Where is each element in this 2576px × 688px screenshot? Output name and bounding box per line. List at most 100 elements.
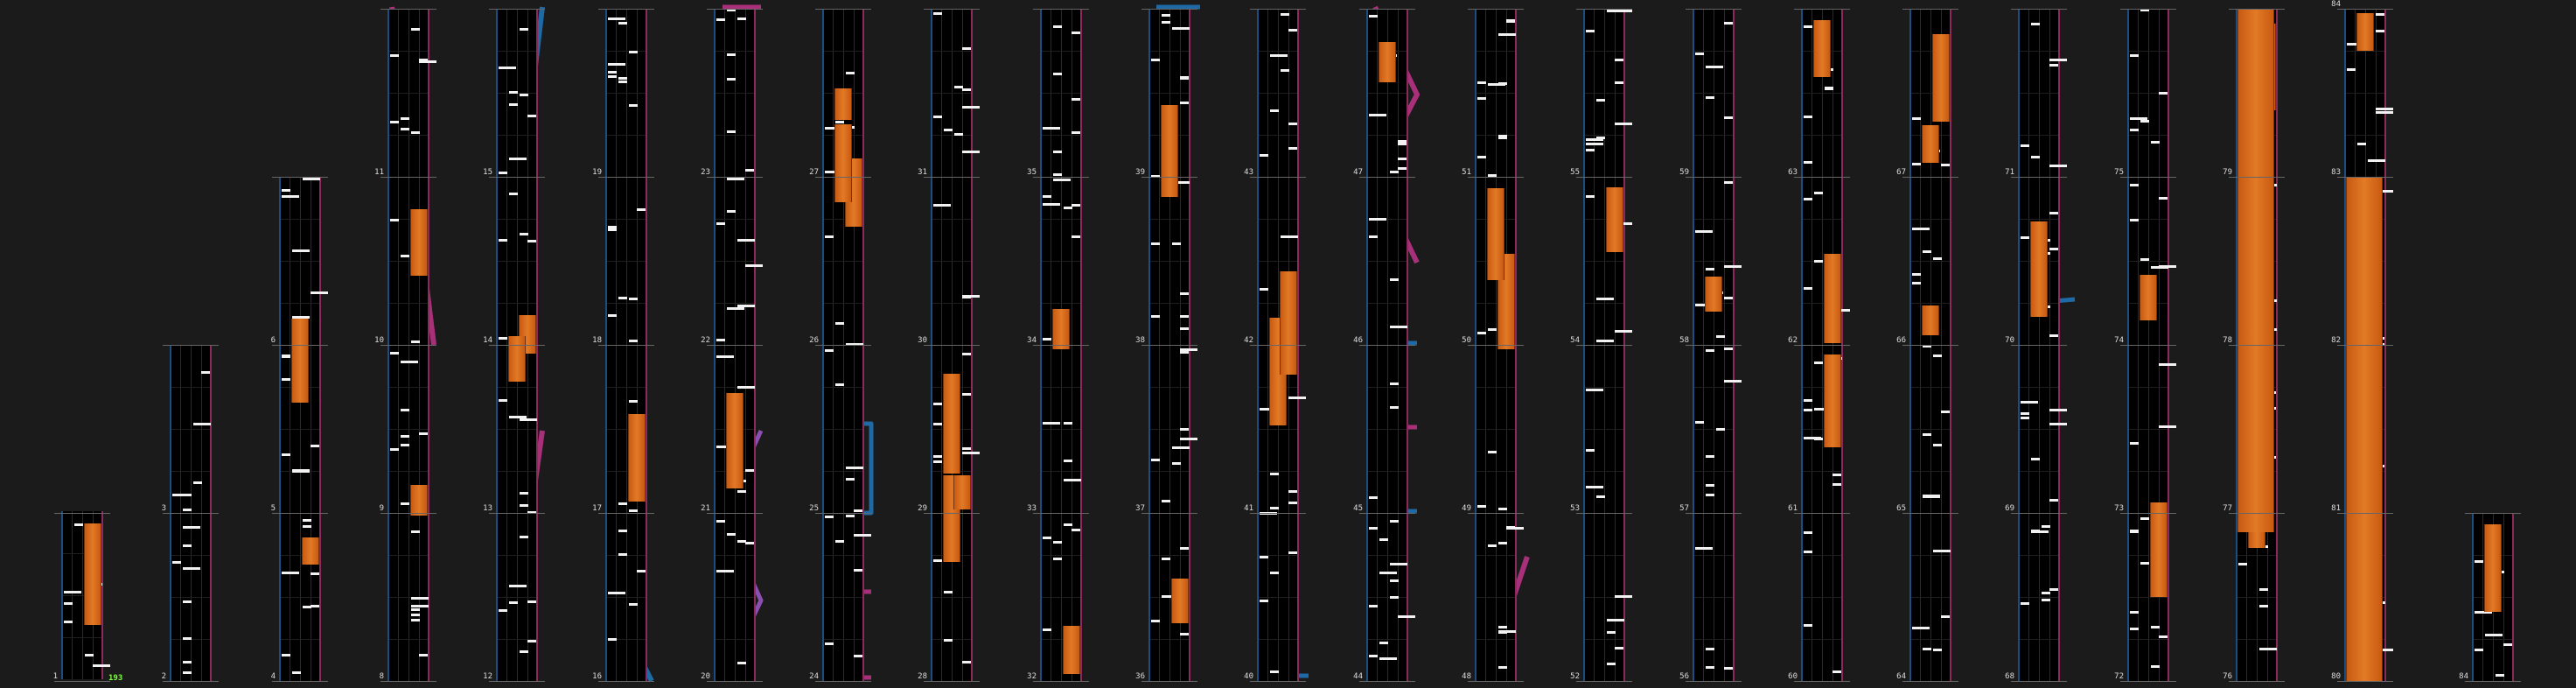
tap-note bbox=[1596, 340, 1614, 342]
beat-line bbox=[387, 261, 429, 262]
beat-line bbox=[1040, 597, 1082, 598]
tap-note bbox=[2151, 665, 2160, 668]
measure-number: 20 bbox=[701, 672, 710, 681]
tap-note bbox=[1488, 328, 1497, 331]
tap-note bbox=[962, 452, 980, 454]
measure-number: 6 bbox=[270, 336, 276, 345]
tap-note bbox=[1933, 257, 1942, 260]
tap-note bbox=[2475, 611, 2492, 614]
hold-note bbox=[2030, 221, 2048, 317]
measure-line bbox=[2337, 681, 2393, 682]
tap-note bbox=[1923, 433, 1931, 436]
tap-note bbox=[527, 240, 536, 242]
tap-note bbox=[727, 178, 744, 180]
hold-note bbox=[1824, 355, 1841, 447]
measure-line bbox=[598, 177, 654, 178]
tap-note bbox=[2503, 643, 2512, 646]
beat-line bbox=[1475, 555, 1517, 556]
tap-note bbox=[962, 661, 971, 663]
hold-note bbox=[943, 374, 960, 474]
beat-line bbox=[1801, 639, 1843, 640]
beat-line bbox=[1148, 51, 1190, 52]
measure-line bbox=[1794, 9, 1850, 10]
beat-line bbox=[2018, 429, 2060, 430]
tap-note bbox=[2376, 649, 2393, 651]
measure-number: 72 bbox=[2114, 672, 2124, 681]
measure-number: 58 bbox=[1679, 336, 1689, 345]
beat-line bbox=[2127, 261, 2169, 262]
hold-note bbox=[1705, 277, 1722, 312]
tap-note bbox=[1695, 547, 1713, 550]
tap-note bbox=[183, 637, 192, 640]
measure-line bbox=[380, 9, 436, 10]
tap-note bbox=[1477, 81, 1486, 84]
measure-number: 63 bbox=[1788, 168, 1798, 177]
measure-line bbox=[380, 345, 436, 346]
tap-note bbox=[1072, 131, 1080, 134]
measure-line bbox=[1468, 681, 1524, 682]
beat-line bbox=[387, 597, 429, 598]
beat-line bbox=[1366, 471, 1408, 472]
beat-line bbox=[1693, 387, 1735, 388]
tap-note bbox=[527, 115, 536, 117]
tap-note bbox=[618, 502, 627, 505]
tap-note bbox=[390, 219, 399, 221]
tap-note bbox=[1390, 406, 1399, 409]
beat-line bbox=[1693, 555, 1735, 556]
beat-line bbox=[1693, 261, 1735, 262]
beat-line bbox=[1366, 639, 1408, 640]
beat-line bbox=[1475, 429, 1517, 430]
hold-note bbox=[1932, 34, 1950, 122]
tap-note bbox=[401, 444, 409, 446]
tap-note bbox=[1072, 98, 1080, 101]
tap-note bbox=[825, 127, 842, 130]
measure-number: 16 bbox=[592, 672, 602, 681]
measure-line bbox=[380, 681, 436, 682]
measure-number: 24 bbox=[809, 672, 819, 681]
tap-note bbox=[1053, 73, 1062, 75]
tap-note bbox=[2042, 599, 2050, 601]
hold-note bbox=[291, 319, 309, 403]
beat-line bbox=[1366, 135, 1408, 136]
tap-note bbox=[1498, 508, 1507, 510]
tap-note bbox=[1369, 605, 1378, 607]
tap-note bbox=[1833, 483, 1841, 486]
tap-note bbox=[1586, 195, 1595, 198]
right-lane-edge bbox=[319, 177, 321, 681]
beat-line bbox=[931, 219, 973, 220]
beat-line bbox=[605, 135, 647, 136]
hold-note bbox=[834, 88, 852, 120]
measure-number: 27 bbox=[809, 168, 819, 177]
measure-number: 38 bbox=[1135, 336, 1145, 345]
tap-note bbox=[1477, 156, 1486, 158]
beat-line bbox=[496, 219, 538, 220]
tap-note bbox=[727, 533, 736, 536]
measure-line bbox=[2337, 177, 2393, 178]
tap-note bbox=[1270, 109, 1279, 112]
tap-note bbox=[716, 446, 734, 448]
tap-note bbox=[292, 316, 310, 319]
tap-note bbox=[618, 22, 627, 25]
tap-note bbox=[2021, 412, 2029, 415]
measure-number: 3 bbox=[161, 504, 166, 513]
measure-number: 5 bbox=[270, 504, 276, 513]
beat-line bbox=[2344, 51, 2386, 52]
tap-note bbox=[825, 349, 834, 352]
beat-line bbox=[2344, 93, 2386, 94]
tap-note bbox=[1390, 278, 1399, 281]
beat-line bbox=[279, 303, 321, 304]
measure-number: 55 bbox=[1570, 168, 1580, 177]
measure-line bbox=[2011, 513, 2067, 514]
beat-line bbox=[1693, 639, 1735, 640]
tap-note bbox=[509, 158, 527, 160]
beat-line bbox=[1475, 93, 1517, 94]
beat-line bbox=[496, 51, 538, 52]
beat-line bbox=[1693, 51, 1735, 52]
measure-number: 47 bbox=[1353, 168, 1363, 177]
tap-note bbox=[1488, 544, 1497, 547]
measure-number: 83 bbox=[2331, 168, 2341, 177]
measure-line bbox=[1141, 681, 1197, 682]
beat-line bbox=[1693, 597, 1735, 598]
hold-note bbox=[1280, 271, 1297, 375]
tap-note bbox=[716, 570, 734, 572]
